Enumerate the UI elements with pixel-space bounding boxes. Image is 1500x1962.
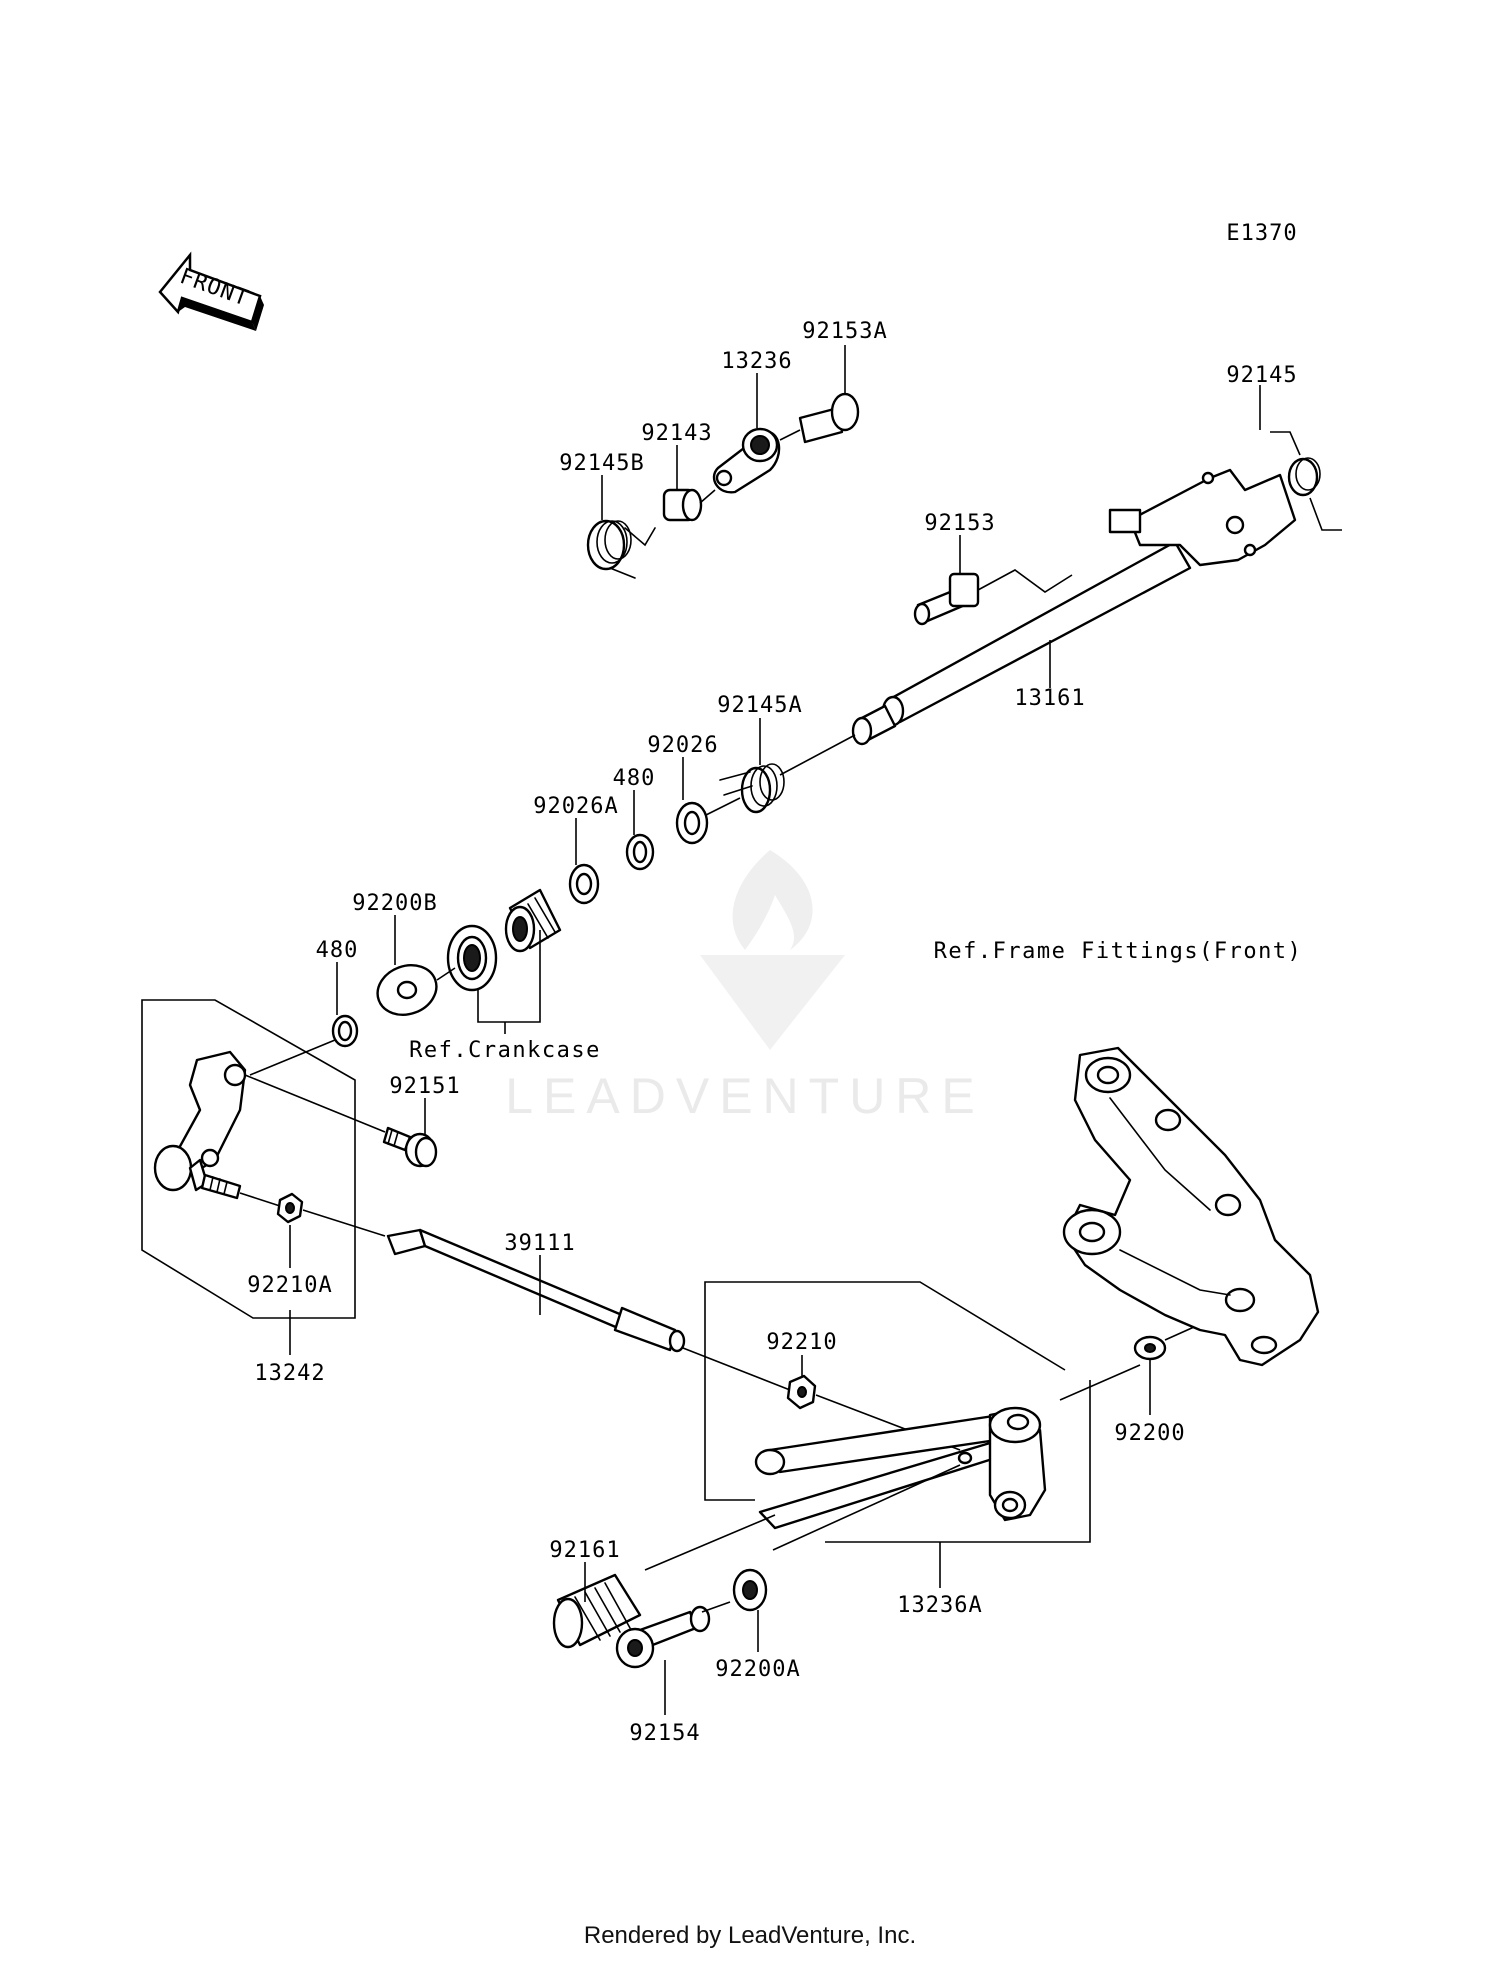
callout-13161: 13161 <box>1014 686 1085 711</box>
bolt-92154 <box>615 1605 711 1669</box>
shift-shaft-13161 <box>851 468 1297 746</box>
callout-92200: 92200 <box>1114 1421 1185 1446</box>
pedal-rubber-92161 <box>552 1573 642 1649</box>
spring-92145 <box>1270 431 1342 531</box>
washer-92026A <box>568 863 600 905</box>
diagram-code: E1370 <box>1226 221 1297 246</box>
bolt-92151 <box>382 1126 438 1168</box>
watermark-text: LEADVENTURE <box>505 1068 985 1124</box>
callout-92154: 92154 <box>629 1721 700 1746</box>
callout-480-lower: 480 <box>316 938 359 963</box>
callout-92210A: 92210A <box>247 1273 332 1298</box>
callout-92200A: 92200A <box>715 1657 800 1682</box>
shift-pedal-13236A <box>754 1406 1047 1530</box>
stud-92153 <box>913 572 980 626</box>
front-arrow-icon: FRONT <box>158 251 264 331</box>
shift-arm-13242 <box>153 1050 247 1192</box>
callout-92145: 92145 <box>1226 363 1297 388</box>
bracket-13236 <box>712 427 781 494</box>
callout-13236A: 13236A <box>897 1593 982 1618</box>
ref-crankcase: Ref.Crankcase <box>409 1038 601 1063</box>
callout-92145B: 92145B <box>559 451 644 476</box>
circlip-480-upper <box>625 833 655 871</box>
callout-92153A: 92153A <box>802 319 887 344</box>
callout-480-upper: 480 <box>613 766 656 791</box>
washer-92200B <box>376 964 438 1016</box>
callout-92210: 92210 <box>766 1330 837 1355</box>
washer-92200A <box>732 1568 768 1612</box>
callout-92200B: 92200B <box>352 891 437 916</box>
needle-bearing <box>504 888 562 953</box>
tie-rod-39111 <box>386 1228 686 1353</box>
nut-92210 <box>786 1374 817 1410</box>
spring-92145B <box>586 519 656 579</box>
callout-92143: 92143 <box>641 421 712 446</box>
spring-92145A <box>719 763 785 814</box>
footer-credit: Rendered by LeadVenture, Inc. <box>583 1922 917 1949</box>
callout-92145A: 92145A <box>717 693 802 718</box>
nut-92210A <box>276 1192 304 1224</box>
circlip-480-lower <box>331 1014 359 1048</box>
ref-frame-fittings: Ref.Frame Fittings(Front) <box>934 939 1303 964</box>
callout-13242: 13242 <box>254 1361 325 1386</box>
frame-fitting-bracket <box>1062 1046 1320 1367</box>
callout-92153: 92153 <box>924 511 995 536</box>
leadventure-watermark: LEADVENTURE <box>505 850 985 1124</box>
callout-92151: 92151 <box>389 1074 460 1099</box>
callout-92026A: 92026A <box>533 794 618 819</box>
callout-13236: 13236 <box>721 349 792 374</box>
threaded-rod-end <box>200 1173 242 1200</box>
callout-92026: 92026 <box>647 733 718 758</box>
washer-92200 <box>1133 1335 1167 1361</box>
oil-seal <box>446 924 498 992</box>
callout-39111: 39111 <box>504 1231 575 1256</box>
collar-92143 <box>662 488 703 522</box>
washer-92026 <box>675 801 709 845</box>
bolt-92153A <box>798 392 860 444</box>
callout-92161: 92161 <box>549 1538 620 1563</box>
